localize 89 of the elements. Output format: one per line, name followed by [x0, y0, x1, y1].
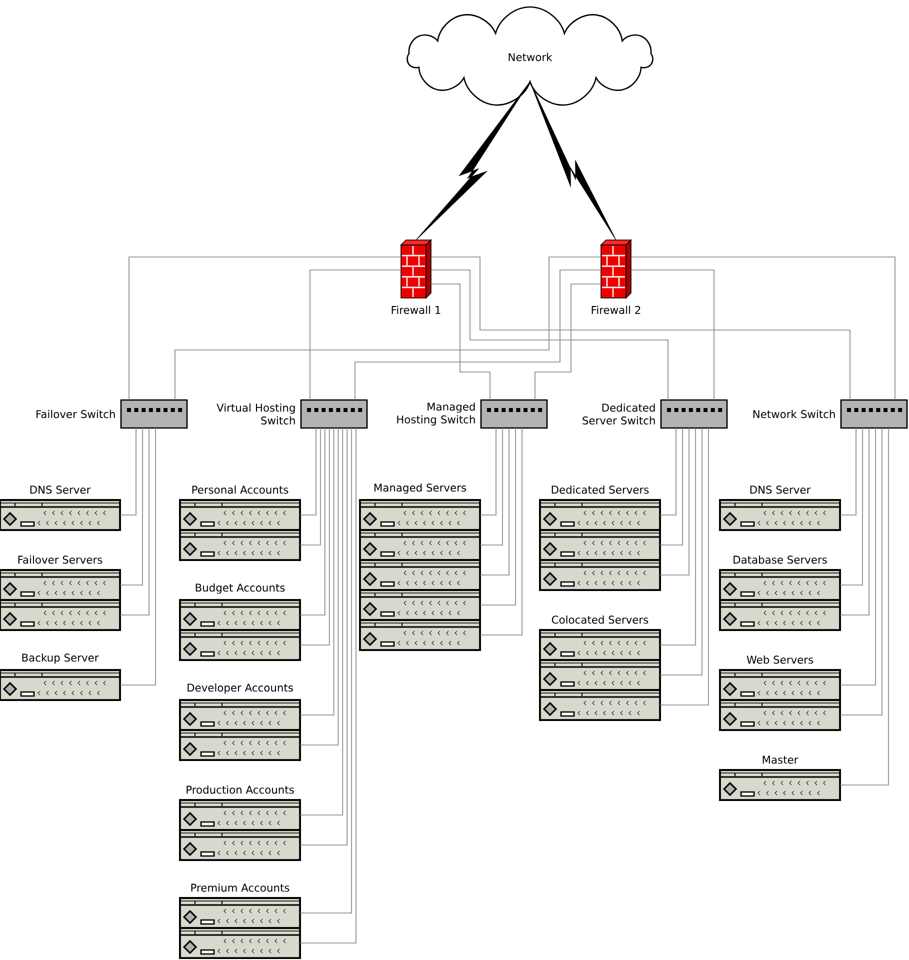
server-unit [179, 897, 301, 929]
node-label: Dedicated Server Switch [582, 404, 655, 425]
server-unit [0, 599, 121, 631]
connector-line [430, 270, 668, 400]
connector-line [840, 428, 863, 586]
server-unit [179, 699, 301, 731]
server-unit [179, 529, 301, 561]
connector-line [300, 428, 339, 746]
connector-line [630, 270, 714, 400]
connector-line [120, 428, 143, 586]
connector-line [354, 270, 602, 400]
connector-line [480, 428, 510, 576]
server-unit [359, 499, 481, 531]
connector-line [120, 428, 136, 516]
connector-line [660, 428, 709, 706]
group-heading: Colocated Servers [552, 616, 648, 624]
server-unit [359, 589, 481, 621]
connector-line [840, 428, 882, 716]
connector-line [430, 284, 490, 400]
group-heading: Managed Servers [374, 483, 466, 494]
server-unit [179, 799, 301, 831]
node-label: Virtual Hosting Switch [216, 404, 295, 425]
connector-line [840, 428, 870, 616]
server-unit [719, 599, 841, 631]
node-label: Failover Switch [36, 410, 115, 418]
server-unit [179, 729, 301, 761]
connector-line [840, 428, 856, 516]
connector-line [480, 428, 516, 606]
server-unit [179, 829, 301, 861]
node-label: Managed Hosting Switch [397, 402, 475, 426]
server-unit [179, 629, 301, 661]
connector-line [660, 428, 696, 646]
server-unit [359, 619, 481, 651]
group-heading: DNS Server [30, 486, 91, 494]
group-heading: Budget Accounts [196, 583, 285, 594]
server-unit [539, 529, 661, 561]
group-heading: Master [762, 756, 798, 764]
connector-line [120, 428, 150, 616]
connector-line [120, 428, 156, 686]
server-unit [539, 499, 661, 531]
group-heading: Personal Accounts [192, 486, 288, 494]
connector-line [310, 270, 402, 400]
node-label: Firewall 2 [592, 306, 640, 314]
cloud: Network [406, 6, 654, 106]
connector-line [300, 428, 316, 516]
server-unit [179, 927, 301, 959]
server-unit [179, 599, 301, 631]
server-unit [179, 499, 301, 531]
lightning-bolt [416, 81, 530, 240]
server-unit [539, 689, 661, 721]
connector-line [480, 428, 522, 636]
group-heading: Database Servers [734, 556, 827, 564]
group-heading: Production Accounts [186, 786, 294, 794]
node-label: Network Switch [753, 410, 835, 418]
lightning-bolt [530, 81, 616, 240]
connector-line [840, 428, 889, 786]
group-heading: Backup Server [22, 653, 99, 664]
group-heading: DNS Server [750, 486, 811, 494]
server-unit [0, 569, 121, 601]
node-label: Firewall 1 [392, 306, 440, 314]
connector-line [840, 428, 876, 686]
server-unit [719, 699, 841, 731]
connector-line [300, 428, 334, 716]
group-heading: Dedicated Servers [552, 486, 649, 494]
connector-line [128, 256, 402, 400]
connector-line [480, 428, 496, 516]
connector-line [660, 428, 676, 516]
connector-line [660, 428, 702, 676]
connector-line [300, 428, 330, 646]
group-heading: Web Servers [746, 656, 814, 664]
server-unit [539, 629, 661, 661]
server-unit [539, 559, 661, 591]
connector-line [660, 428, 690, 576]
server-unit [719, 569, 841, 601]
connector-line [300, 428, 326, 616]
server-unit [539, 659, 661, 691]
group-heading: Failover Servers [18, 556, 102, 564]
group-heading: Premium Accounts [191, 884, 290, 892]
server-unit [719, 669, 841, 701]
server-unit [359, 559, 481, 591]
group-heading: Developer Accounts [188, 683, 293, 694]
connector-line [660, 428, 683, 546]
connector-line [300, 428, 321, 546]
connector-line [630, 256, 896, 400]
server-unit [359, 529, 481, 561]
connector-line [534, 284, 602, 400]
connector-line [174, 256, 602, 400]
connector-line [430, 256, 850, 400]
connector-line [480, 428, 503, 546]
